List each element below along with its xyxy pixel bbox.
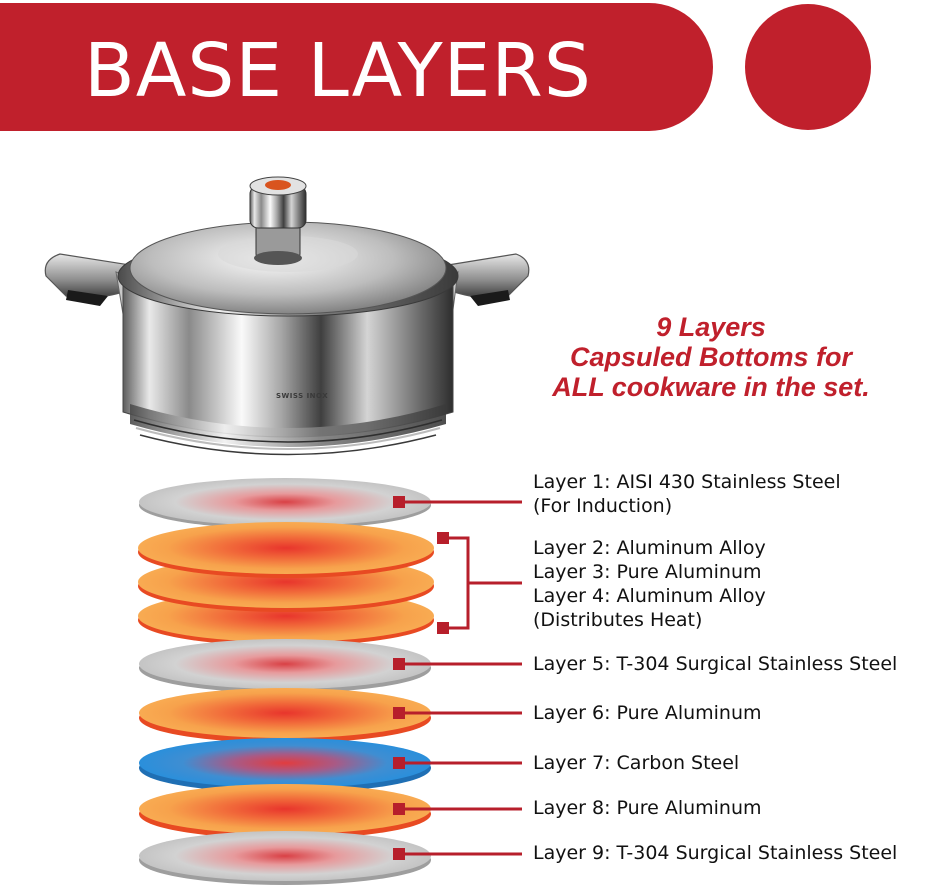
- layer-7-connector: [393, 757, 522, 769]
- feature-headline: 9 Layers Capsuled Bottoms for ALL cookwa…: [506, 312, 916, 402]
- page-title: BASE LAYERS: [84, 28, 592, 114]
- layer-7-disc: [139, 738, 431, 793]
- layer-5-connector: [393, 658, 522, 670]
- layer-2-label: Layer 2: Aluminum Alloy: [533, 537, 766, 559]
- capsule-base: [130, 404, 446, 456]
- headline-line-1: 9 Layers: [656, 312, 766, 342]
- layer-4-label: Layer 4: Aluminum Alloy: [533, 585, 766, 607]
- layer-1-disc: [139, 478, 431, 529]
- layer-1-note: (For Induction): [533, 495, 673, 517]
- title-banner: BASE LAYERS: [0, 3, 713, 131]
- layer-stack-diagram: [138, 478, 522, 885]
- layer-7-label: Layer 7: Carbon Steel: [533, 752, 740, 774]
- layer-5-label: Layer 5: T-304 Surgical Stainless Steel: [533, 653, 898, 675]
- layer-6-disc: [139, 688, 431, 743]
- stock-pot-image: SWISS INOX: [44, 176, 530, 456]
- lid-knob: [249, 176, 307, 265]
- layer-9-label: Layer 9: T-304 Surgical Stainless Steel: [533, 842, 898, 864]
- brand-mark: SWISS INOX: [276, 392, 328, 400]
- layer-2-disc: [138, 522, 434, 578]
- layer-1-label: Layer 1: AISI 430 Stainless Steel: [533, 471, 841, 493]
- layer-8-disc: [139, 784, 431, 839]
- layer-3-label: Layer 3: Pure Aluminum: [533, 561, 762, 583]
- layers-2-4-note: (Distributes Heat): [533, 609, 703, 631]
- layer-9-disc: [139, 831, 431, 885]
- layer-6-connector: [393, 707, 522, 719]
- temperature-indicator-icon: [265, 180, 291, 190]
- headline-line-2: Capsuled Bottoms for: [569, 342, 852, 372]
- decorative-red-circle: [745, 4, 871, 130]
- layer-5-disc: [139, 639, 431, 693]
- layer-6-label: Layer 6: Pure Aluminum: [533, 702, 762, 724]
- layer-8-connector: [393, 803, 522, 815]
- layer-9-connector: [393, 848, 522, 860]
- layers-2-4-bracket: [437, 532, 522, 634]
- headline-line-3: ALL cookware in the set.: [552, 372, 870, 402]
- layer-8-label: Layer 8: Pure Aluminum: [533, 797, 762, 819]
- layer-1-connector: [393, 496, 522, 508]
